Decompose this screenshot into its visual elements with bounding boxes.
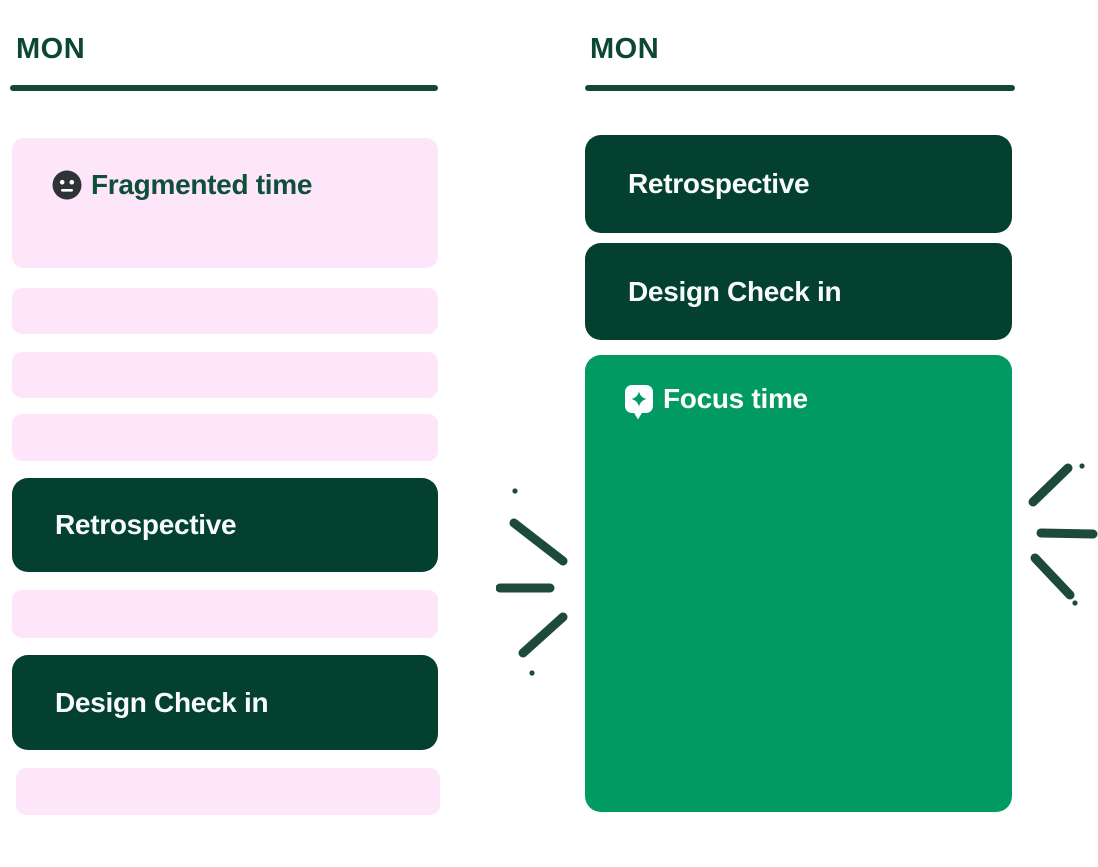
event-retrospective[interactable]: Retrospective bbox=[12, 478, 438, 572]
event-title: Focus time bbox=[663, 383, 808, 414]
event-design-check-in[interactable]: Design Check in bbox=[585, 243, 1012, 340]
day-label: MON bbox=[590, 33, 660, 65]
event-title: Design Check in bbox=[55, 686, 269, 718]
event-header: Fragmented time bbox=[52, 170, 312, 200]
event-header: Focus time bbox=[625, 383, 808, 420]
busy-strip bbox=[12, 590, 438, 638]
day-underline bbox=[10, 85, 438, 91]
event-title: Design Check in bbox=[628, 275, 842, 307]
busy-strip bbox=[12, 414, 438, 461]
event-fragmented-time[interactable]: Fragmented time bbox=[12, 138, 438, 268]
busy-strip bbox=[16, 768, 440, 815]
event-focus-time[interactable]: Focus time bbox=[585, 355, 1012, 812]
emphasis-burst-right-icon bbox=[1028, 463, 1098, 606]
emphasis-burst-left-icon bbox=[496, 488, 568, 676]
event-retrospective[interactable]: Retrospective bbox=[585, 135, 1012, 233]
event-title: Fragmented time bbox=[91, 169, 313, 200]
event-design-check-in[interactable]: Design Check in bbox=[12, 655, 438, 750]
event-title: Retrospective bbox=[628, 168, 810, 199]
event-title: Retrospective bbox=[55, 509, 237, 540]
day-underline bbox=[585, 85, 1015, 91]
busy-strip bbox=[12, 288, 438, 334]
day-label: MON bbox=[16, 33, 86, 65]
busy-strip bbox=[12, 352, 438, 398]
neutral-face-icon bbox=[52, 170, 82, 200]
reclaim-sparkle-icon bbox=[625, 385, 653, 420]
